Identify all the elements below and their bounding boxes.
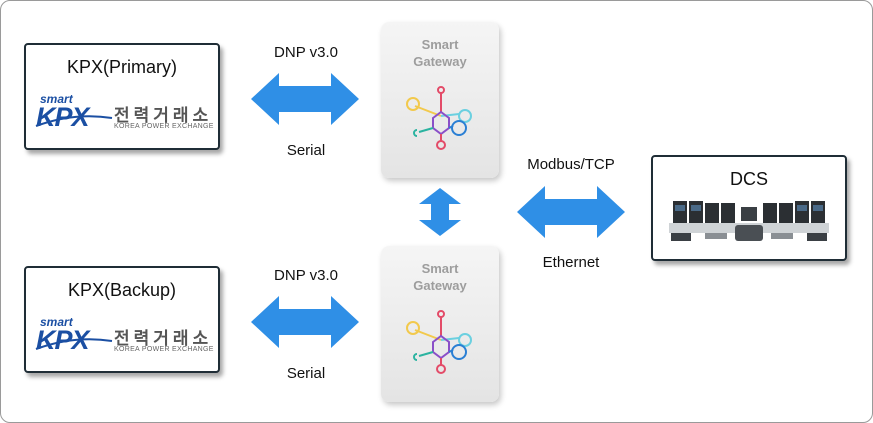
backup-serial-arrow-icon: [251, 296, 359, 348]
logo-english-text: KOREA POWER EXCHANGE: [114, 123, 214, 130]
logo-english-text: KOREA POWER EXCHANGE: [114, 346, 214, 353]
gateway-network-icon: [406, 86, 472, 150]
logo-korean-text: 전력거래소: [114, 106, 213, 125]
kpx-primary-box: KPX(Primary) smart KPX 전력거래소 KOREA POWER…: [24, 43, 220, 150]
kpx-backup-title: KPX(Backup): [67, 280, 177, 300]
logo-smart-text: smart: [40, 92, 73, 106]
gateway-title-line: Smart: [421, 261, 459, 276]
logo-swoosh-icon: [35, 115, 113, 127]
primary-medium-label: Serial: [286, 142, 326, 159]
gateway-title-line: Smart: [421, 37, 459, 52]
gateway-primary: Smart Gateway: [381, 22, 499, 178]
primary-protocol-label: DNP v3.0: [274, 44, 338, 61]
logo-smart-text: smart: [40, 315, 73, 329]
dcs-medium-label: Ethernet: [542, 254, 600, 271]
gateway-network-icon: [406, 310, 472, 374]
control-room-console-icon: [669, 201, 829, 241]
gateway-sync-arrow-icon: [419, 188, 461, 236]
dcs-title: DCS: [729, 169, 768, 189]
gateway-backup-title: Smart Gateway: [381, 260, 499, 294]
dcs-box: DCS: [651, 155, 847, 261]
logo-swoosh-icon: [35, 338, 113, 350]
gateway-backup: Smart Gateway: [381, 246, 499, 402]
gateway-title-line: Gateway: [413, 278, 467, 293]
kpx-primary-title: KPX(Primary): [66, 57, 177, 77]
dcs-ethernet-arrow-icon: [517, 186, 625, 238]
backup-protocol-label: DNP v3.0: [274, 267, 338, 284]
kpx-logo: smart KPX 전력거래소 KOREA POWER EXCHANGE: [34, 92, 216, 136]
backup-medium-label: Serial: [286, 365, 326, 382]
logo-korean-text: 전력거래소: [114, 329, 213, 348]
kpx-backup-box: KPX(Backup) smart KPX 전력거래소 KOREA POWER …: [24, 266, 220, 373]
kpx-logo: smart KPX 전력거래소 KOREA POWER EXCHANGE: [34, 315, 216, 359]
gateway-primary-title: Smart Gateway: [381, 36, 499, 70]
dcs-protocol-label: Modbus/TCP: [527, 156, 615, 173]
primary-serial-arrow-icon: [251, 73, 359, 125]
gateway-title-line: Gateway: [413, 54, 467, 69]
